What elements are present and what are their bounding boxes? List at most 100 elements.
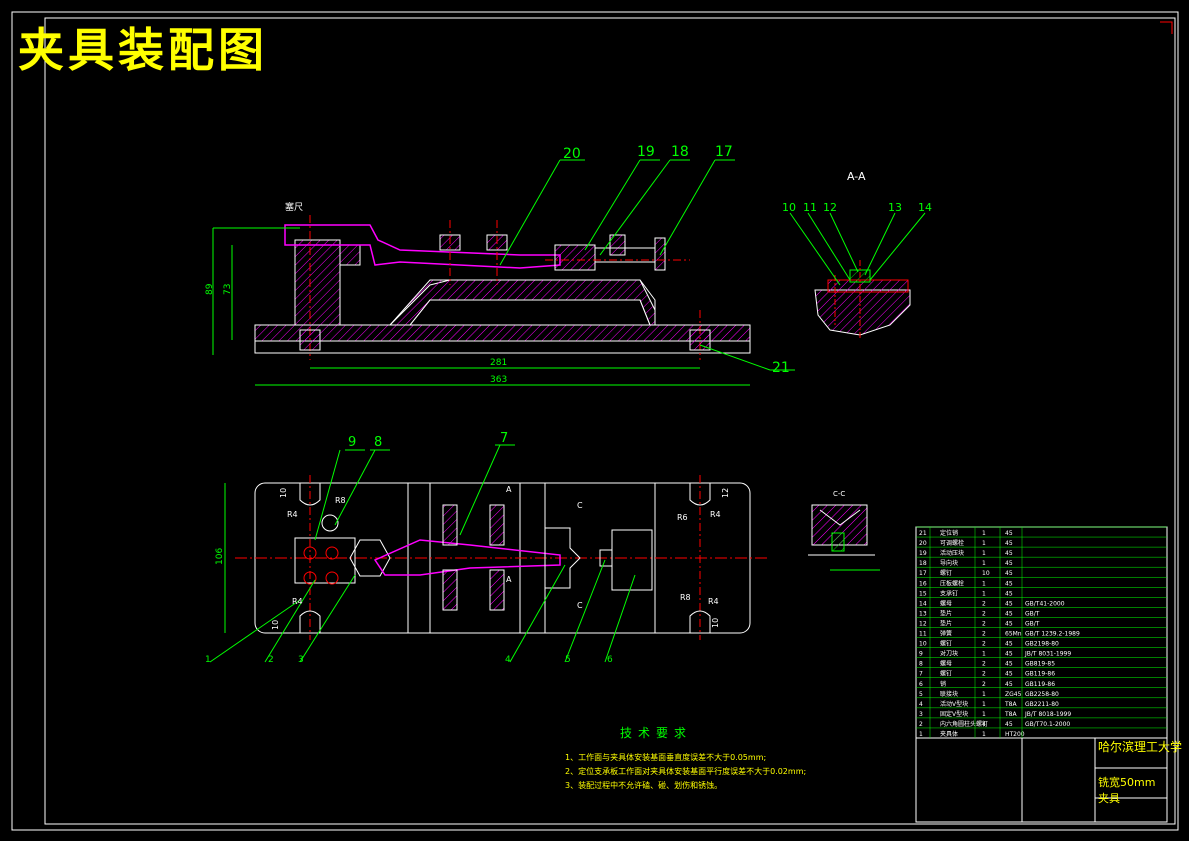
bom-cell: 45 [1005, 651, 1013, 658]
bom-cell: 导向块 [940, 559, 958, 567]
bom-cell: 45 [1005, 641, 1013, 648]
bom-cell: 45 [1005, 540, 1013, 547]
bom-cell: 14 [919, 600, 927, 607]
bom-cell: 夹具体 [940, 730, 958, 738]
bom-cell: 内六角圆柱头螺钉 [940, 720, 988, 728]
dim-r4-top-left: R4 [287, 510, 298, 519]
bom-cell: 2 [982, 641, 986, 648]
bom-cell: 4 [982, 721, 986, 728]
balloon-21: 21 [772, 360, 790, 376]
bom-cell: 7 [919, 671, 923, 678]
bom-cell: JB/T 8031-1999 [1024, 651, 1071, 658]
bom-cell: 联接块 [940, 690, 958, 698]
balloon-6: 6 [607, 655, 613, 665]
bom-cell: 1 [982, 711, 986, 718]
bom-cell: GB819-85 [1025, 661, 1055, 668]
section-aa [789, 212, 926, 340]
bom-cell: 2 [982, 671, 986, 678]
bom-cell: 2 [982, 661, 986, 668]
bom-cell: 1 [982, 550, 986, 557]
balloon-11: 11 [803, 201, 817, 214]
balloon-9: 9 [348, 435, 356, 450]
bom-cell: 45 [1005, 530, 1013, 537]
top-view [209, 444, 770, 663]
balloon-14: 14 [918, 201, 932, 214]
dim-10-bottom: 10 [271, 620, 280, 630]
detail-cc-title: C-C [833, 490, 845, 498]
dim-73: 73 [223, 284, 233, 295]
bom-cell: GB2258-80 [1025, 691, 1059, 698]
bom-cell: 9 [919, 651, 923, 658]
balloon-4: 4 [505, 655, 511, 665]
balloon-1: 1 [205, 655, 211, 665]
dim-r4-top-right: R4 [710, 510, 721, 519]
bom-cell: GB/T [1025, 620, 1040, 627]
bom-cell: 2 [982, 620, 986, 627]
bom-cell: 65Mn [1005, 631, 1022, 638]
bom-cell: 45 [1005, 580, 1013, 587]
inner-border [44, 17, 1176, 825]
bom-cell: GB2211-80 [1025, 701, 1059, 708]
corner-mark-icon [1160, 21, 1173, 34]
balloon-5: 5 [565, 655, 571, 665]
part-name: 铣宽50mm夹具 [1098, 776, 1156, 805]
section-mark-c-top: C [577, 501, 583, 510]
bom-cell: 16 [919, 580, 927, 587]
ruler-label: 塞尺 [285, 201, 303, 213]
bom-cell: 45 [1005, 550, 1013, 557]
bom-cell: 5 [919, 691, 923, 698]
balloon-10: 10 [782, 201, 796, 214]
bom-cell: 1 [982, 701, 986, 708]
bom-cell: HT200 [1005, 731, 1025, 738]
bom-cell: GB/T41-2000 [1025, 600, 1065, 607]
dim-12-top: 12 [721, 488, 730, 498]
dim-r6-top-right: R6 [677, 513, 688, 522]
dim-281: 281 [490, 358, 507, 368]
bom-cell: GB119-86 [1025, 681, 1055, 688]
bom-cell: 45 [1005, 570, 1013, 577]
bom-cell: 45 [1005, 600, 1013, 607]
bom-cell: 13 [919, 610, 927, 617]
balloon-20: 20 [563, 146, 581, 162]
bom-cell: 1 [982, 691, 986, 698]
bom-cell: 2 [982, 631, 986, 638]
bom-cell: 12 [919, 620, 927, 627]
bom-cell: 对刀块 [940, 650, 958, 658]
bom-cell: 1 [982, 540, 986, 547]
bom-cell: 螺母 [940, 660, 952, 668]
section-aa-title: A-A [847, 170, 866, 183]
bom-cell: T8A [1004, 711, 1017, 718]
bom-cell: 17 [919, 570, 927, 577]
bom-cell: 螺钉 [940, 670, 952, 678]
dim-r4-bottom-left: R4 [292, 597, 303, 606]
bom-cell: 螺钉 [940, 640, 952, 648]
bom-cell: 20 [919, 540, 927, 547]
bom-cell: 45 [1005, 721, 1013, 728]
balloon-13: 13 [888, 201, 902, 214]
bom-cell: ZG45 [1005, 691, 1022, 698]
bom-cell: GB/T 1239.2-1989 [1025, 631, 1080, 638]
bom-cell: 螺母 [940, 599, 952, 607]
dim-10-bottom-right: 10 [711, 618, 720, 628]
section-mark-a-top: A [506, 485, 512, 494]
bom-cell: T8A [1004, 701, 1017, 708]
bom-cell: 10 [919, 641, 927, 648]
bom-cell: 固定V型块 [940, 710, 968, 718]
bom-cell: 21 [919, 530, 927, 537]
tech-note-3: 3、装配过程中不允许磕、碰、划伤和锈蚀。 [565, 781, 723, 790]
bom-cell: 1 [982, 590, 986, 597]
bom-cell: 2 [919, 721, 923, 728]
bom-cell: 2 [982, 681, 986, 688]
bom-cell: 定位销 [940, 529, 958, 537]
bom-cell: 1 [982, 731, 986, 738]
tech-requirements-title: 技术要求 [620, 726, 693, 740]
bom-cell: 18 [919, 560, 927, 567]
bom-cell: 活动V型块 [940, 700, 968, 708]
bom-cell: 垫片 [940, 609, 952, 617]
bom-cell: 1 [982, 530, 986, 537]
balloon-17: 17 [715, 144, 733, 160]
dim-106: 106 [215, 548, 225, 565]
section-mark-c-bottom: C [577, 601, 583, 610]
bom-cell: GB/T [1025, 610, 1040, 617]
